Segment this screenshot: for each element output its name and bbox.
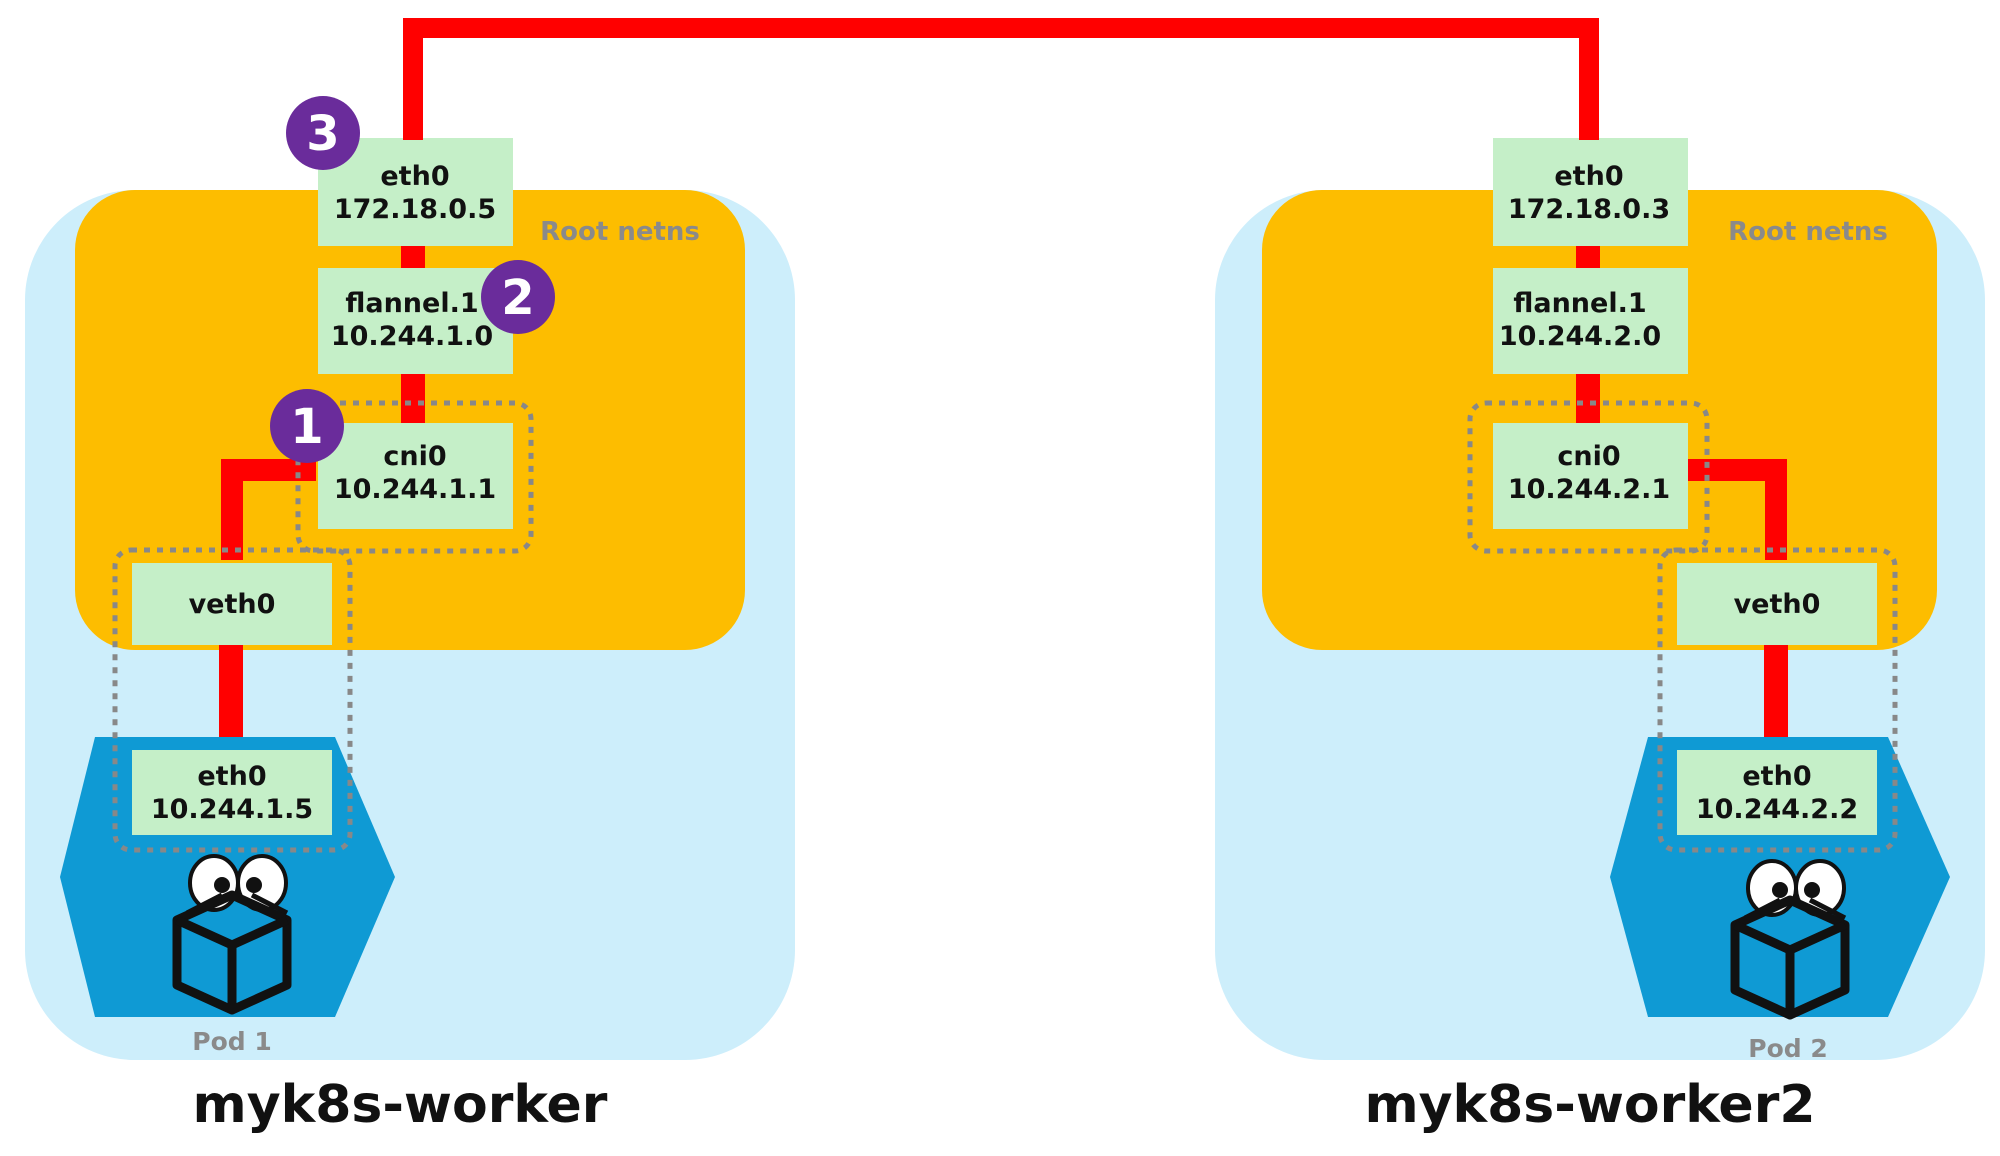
step-badge-1: 1: [270, 389, 344, 463]
svg-text:2: 2: [501, 270, 534, 326]
eth0-interface: eth0 172.18.0.3: [1493, 138, 1688, 246]
link-flannel-cni: [401, 370, 425, 425]
link-veth-pod-eth0: [219, 645, 243, 750]
node-label: myk8s-worker: [193, 1075, 608, 1135]
veth0-interface: veth0: [132, 563, 332, 645]
pod-eth0-name: eth0: [197, 761, 266, 792]
node-myk8s-worker2: Root netns Pod 2 eth0 172.18.0.3 flannel…: [1215, 138, 1985, 1135]
link-cni-veth: [1688, 459, 1787, 560]
pod-label: Pod 2: [1748, 1034, 1828, 1063]
cni0-interface: cni0 10.244.1.1: [318, 423, 513, 529]
link-veth-pod-eth0: [1764, 645, 1788, 750]
svg-text:1: 1: [290, 399, 323, 455]
link-cni-veth: [221, 459, 316, 560]
eth0-name: eth0: [1554, 161, 1623, 192]
cni0-name: cni0: [1557, 441, 1620, 472]
link-flannel-cni: [1576, 370, 1600, 425]
cni0-interface: cni0 10.244.2.1: [1493, 423, 1688, 529]
kubernetes-pod-cube-icon: [1730, 859, 1850, 1020]
kubernetes-pod-cube-icon: [172, 854, 292, 1015]
eth0-ip: 172.18.0.3: [1508, 194, 1670, 225]
pod-label: Pod 1: [192, 1027, 272, 1056]
flannel-ip: 10.244.2.0: [1499, 321, 1661, 352]
flannel-interface: flannel.1 10.244.1.0: [318, 268, 513, 374]
cni0-name: cni0: [383, 441, 446, 472]
flannel-name: flannel.1: [345, 288, 478, 319]
pod-eth0-ip: 10.244.1.5: [151, 794, 313, 825]
cni-dotted-outline: [295, 400, 534, 554]
node-myk8s-worker: Root netns Pod 1 eth0 172.18.0.5 flannel…: [25, 96, 795, 1135]
node-label: myk8s-worker2: [1364, 1075, 1815, 1135]
root-netns-label: Root netns: [540, 217, 700, 247]
cni0-ip: 10.244.2.1: [1508, 474, 1670, 505]
pod-eth0-interface: eth0 10.244.2.2: [1677, 750, 1877, 835]
pod-eth0-interface: eth0 10.244.1.5: [132, 750, 332, 835]
step-badge-2: 2: [481, 260, 555, 334]
pod-eth0-name: eth0: [1742, 761, 1811, 792]
flannel-name: flannel.1: [1513, 288, 1646, 319]
link-eth0-flannel: [1576, 245, 1600, 270]
eth0-ip: 172.18.0.5: [334, 194, 496, 225]
veth0-interface: veth0: [1677, 563, 1877, 645]
cni-dotted-outline: [1467, 400, 1710, 554]
step-badge-3: 3: [286, 96, 360, 170]
svg-text:3: 3: [306, 106, 339, 162]
flannel-ip: 10.244.1.0: [331, 321, 493, 352]
eth0-name: eth0: [380, 161, 449, 192]
pod-eth0-ip: 10.244.2.2: [1696, 794, 1858, 825]
veth0-name: veth0: [1734, 589, 1821, 620]
cni0-ip: 10.244.1.1: [334, 474, 496, 505]
link-eth0-flannel: [401, 245, 425, 270]
veth0-name: veth0: [189, 589, 276, 620]
inter-node-link: [403, 18, 1599, 140]
root-netns-label: Root netns: [1728, 217, 1888, 247]
flannel-interface: flannel.1 10.244.2.0: [1493, 268, 1688, 374]
